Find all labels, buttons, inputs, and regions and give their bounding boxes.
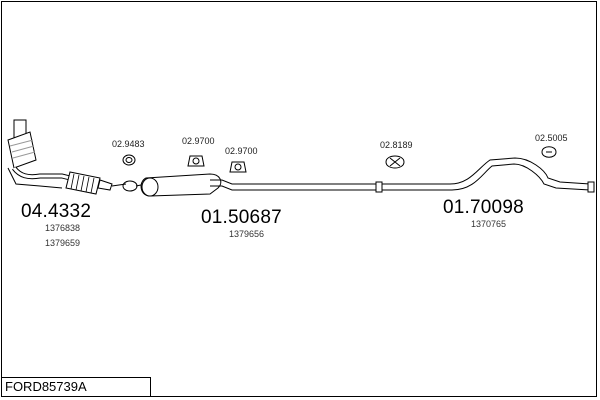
reference-label: FORD85739A: [5, 379, 87, 394]
middle-silencer-code: 01.50687: [201, 207, 282, 228]
catalyst-oem-2: 1379659: [45, 238, 81, 248]
mount-2-code: 02.9700: [225, 146, 258, 156]
mount-1-code: 02.9700: [182, 136, 215, 146]
middle-silencer-oem-1: 1379656: [229, 229, 265, 239]
rubber-2-drawing[interactable]: [541, 146, 557, 158]
middle-silencer-drawing[interactable]: [111, 173, 383, 197]
rear-silencer-code: 01.70098: [443, 197, 524, 218]
catalyst-oem-1: 1376838: [45, 223, 81, 233]
rubber-1-code: 02.8189: [380, 140, 413, 150]
flex-pipe-drawing[interactable]: [65, 171, 113, 195]
rear-silencer-drawing[interactable]: [382, 157, 595, 193]
clamp-1-code: 02.9483: [112, 139, 145, 149]
rubber-2-code: 02.5005: [535, 133, 568, 143]
clamp-1-drawing[interactable]: [122, 154, 136, 166]
catalyst-code: 04.4332: [21, 201, 92, 222]
catalytic-converter-drawing[interactable]: [7, 119, 79, 189]
mount-1-drawing[interactable]: [187, 155, 205, 167]
rear-silencer-oem-1: 1370765: [471, 219, 507, 229]
reference-box: FORD85739A: [1, 377, 151, 397]
rubber-1-drawing[interactable]: [385, 155, 405, 169]
mount-2-drawing[interactable]: [229, 161, 247, 173]
